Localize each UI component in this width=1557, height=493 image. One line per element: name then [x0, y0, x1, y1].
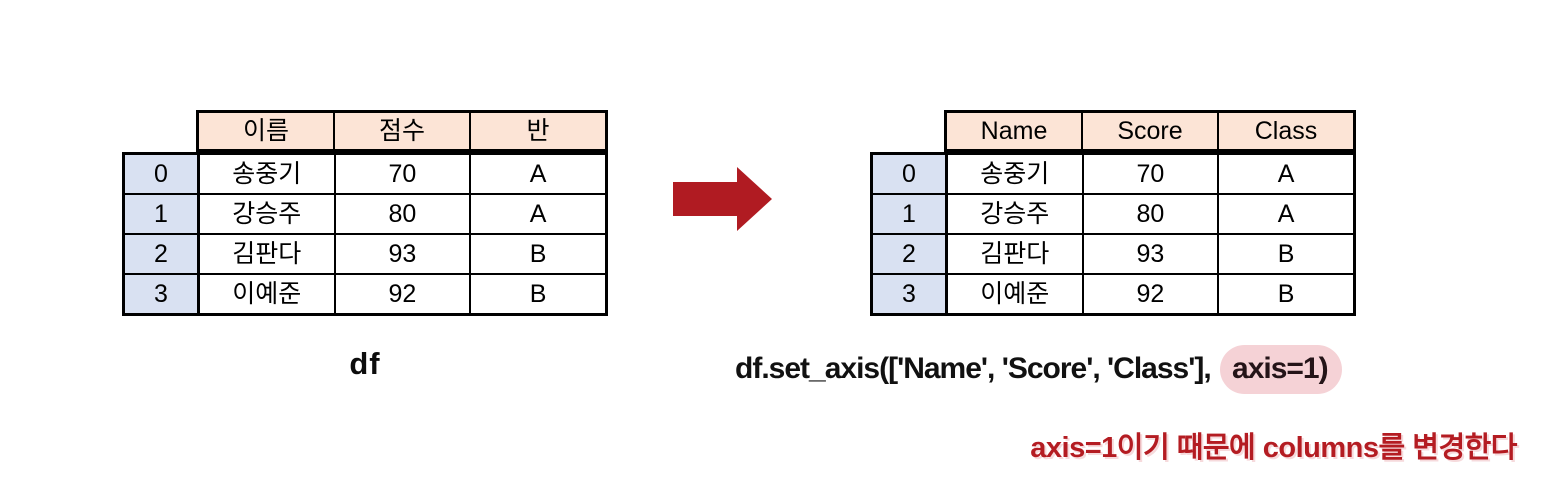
table-row: 3 이예준 92 B: [873, 275, 1353, 313]
table-body: 0 송중기 70 A 1 강승주 80 A 2 김판다 93 B 3 이예준 9…: [122, 152, 608, 316]
index-cell: 0: [125, 155, 200, 193]
column-header: 점수: [335, 113, 471, 149]
data-cell: 70: [1083, 155, 1220, 193]
index-cell: 3: [125, 275, 200, 313]
data-cell: 80: [335, 195, 472, 233]
table-row: 1 강승주 80 A: [125, 195, 605, 235]
data-cell: 92: [1083, 275, 1220, 313]
index-cell: 2: [873, 235, 948, 273]
data-cell: 93: [335, 235, 472, 273]
data-cell: B: [471, 235, 605, 273]
dataframe-table-after: Name Score Class 0 송중기 70 A 1 강승주 80 A 2…: [870, 110, 1356, 316]
index-cell: 1: [125, 195, 200, 233]
data-cell: A: [1219, 155, 1353, 193]
data-cell: 강승주: [199, 195, 336, 233]
code-caption: df.set_axis(['Name', 'Score', 'Class'], …: [735, 345, 1342, 394]
data-cell: 80: [1083, 195, 1220, 233]
data-cell: B: [1219, 235, 1353, 273]
data-cell: B: [471, 275, 605, 313]
data-cell: B: [1219, 275, 1353, 313]
header-row: Name Score Class: [944, 110, 1356, 152]
data-cell: 김판다: [947, 235, 1084, 273]
data-cell: 92: [335, 275, 472, 313]
data-cell: 김판다: [199, 235, 336, 273]
table-row: 2 김판다 93 B: [873, 235, 1353, 275]
column-header: Score: [1083, 113, 1219, 149]
data-cell: A: [471, 195, 605, 233]
data-cell: 70: [335, 155, 472, 193]
column-header: Class: [1254, 117, 1318, 145]
data-cell: 강승주: [947, 195, 1084, 233]
table-row: 0 송중기 70 A: [125, 155, 605, 195]
table-row: 1 강승주 80 A: [873, 195, 1353, 235]
data-cell: 이예준: [199, 275, 336, 313]
column-header: Name: [947, 113, 1083, 149]
code-caption-prefix: df.set_axis(['Name', 'Score', 'Class'],: [735, 352, 1219, 385]
dataframe-table-before: 이름 점수 반 0 송중기 70 A 1 강승주 80 A 2 김판다 93 B: [122, 110, 608, 316]
data-cell: 송중기: [947, 155, 1084, 193]
data-cell: 송중기: [199, 155, 336, 193]
dataframe-name-label: df: [349, 346, 381, 381]
table-body: 0 송중기 70 A 1 강승주 80 A 2 김판다 93 B 3 이예준 9…: [870, 152, 1356, 316]
table-row: 0 송중기 70 A: [873, 155, 1353, 195]
header-row: 이름 점수 반: [196, 110, 608, 152]
table-row: 2 김판다 93 B: [125, 235, 605, 275]
index-cell: 2: [125, 235, 200, 273]
index-cell: 1: [873, 195, 948, 233]
code-caption-highlight: axis=1): [1220, 345, 1342, 394]
data-cell: A: [1219, 195, 1353, 233]
data-cell: 93: [1083, 235, 1220, 273]
table-row: 3 이예준 92 B: [125, 275, 605, 313]
explanation-note: axis=1이기 때문에 columns를 변경한다: [1030, 432, 1517, 464]
data-cell: 이예준: [947, 275, 1084, 313]
data-cell: A: [471, 155, 605, 193]
column-header: 이름: [199, 113, 335, 149]
column-header: 반: [526, 117, 550, 145]
transform-arrow-icon: [673, 167, 773, 231]
index-cell: 3: [873, 275, 948, 313]
index-cell: 0: [873, 155, 948, 193]
